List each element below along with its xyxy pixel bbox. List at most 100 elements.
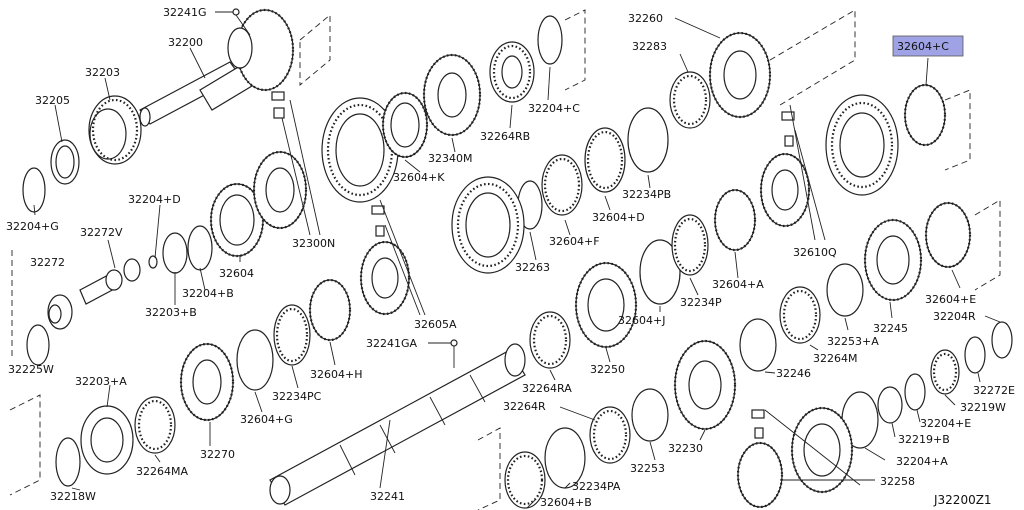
gear-32250	[574, 261, 638, 349]
ring-32604d	[584, 127, 626, 193]
label-32340m[interactable]: 32340M	[428, 152, 472, 165]
label-32272e[interactable]: 32272E	[973, 384, 1015, 397]
bearing-32219w	[930, 349, 960, 395]
sleeve-32219b	[877, 386, 903, 424]
label-32204r[interactable]: 32204R	[933, 310, 976, 323]
label-32204g[interactable]: 32204+G	[6, 220, 59, 233]
label-32610q[interactable]: 32610Q	[793, 246, 837, 259]
leader-lines	[33, 8, 1001, 509]
bearing-32264rb	[489, 41, 535, 103]
ring-32604b	[504, 451, 546, 509]
label-32604b[interactable]: 32604+B	[540, 496, 592, 509]
label-32219b[interactable]: 32219+B	[898, 433, 950, 446]
label-32604j[interactable]: 32604+J	[618, 314, 665, 327]
label-32260[interactable]: 32260	[628, 12, 663, 25]
label-32203b[interactable]: 32203+B	[145, 306, 197, 319]
group-bracket-1	[299, 14, 331, 86]
label-32241[interactable]: 32241	[370, 490, 405, 503]
label-32604e[interactable]: 32604+E	[925, 293, 976, 306]
label-32604c[interactable]: 32604+C	[897, 40, 949, 53]
synchro-32604k	[381, 91, 429, 159]
label-32205[interactable]: 32205	[35, 94, 70, 107]
label-32245[interactable]: 32245	[873, 322, 908, 335]
label-32605a[interactable]: 32605A	[414, 318, 457, 331]
highlight-box	[892, 35, 964, 57]
ring-32246	[739, 318, 777, 372]
label-32270[interactable]: 32270	[200, 448, 235, 461]
label-32234pa[interactable]: 32234PA	[572, 480, 621, 493]
label-32219w[interactable]: 32219W	[960, 401, 1006, 414]
sleeve-32253a	[826, 263, 864, 317]
label-32604a[interactable]: 32604+A	[712, 278, 764, 291]
label-32263[interactable]: 32263	[515, 261, 550, 274]
ring-32604j	[639, 239, 681, 305]
sleeve-2	[451, 176, 525, 274]
ring-32225w	[26, 324, 50, 366]
label-32204e[interactable]: 32204+E	[920, 417, 971, 430]
bearing-32264r	[589, 406, 631, 464]
gear-32270	[179, 342, 235, 422]
label-32253[interactable]: 32253	[630, 462, 665, 475]
label-32200[interactable]: 32200	[168, 36, 203, 49]
gear-32258	[790, 406, 854, 494]
label-32258[interactable]: 32258	[880, 475, 915, 488]
gear-32245	[863, 218, 923, 302]
label-32218w[interactable]: 32218W	[50, 490, 96, 503]
bearing-32264ma	[134, 396, 176, 454]
ring-32604b-teeth	[506, 454, 544, 506]
label-32246[interactable]: 32246	[776, 367, 811, 380]
label-32234pc[interactable]: 32234PC	[272, 390, 322, 403]
label-32604k[interactable]: 32604+K	[393, 171, 445, 184]
label-32204b[interactable]: 32204+B	[182, 287, 234, 300]
label-32204d[interactable]: 32204+D	[128, 193, 181, 206]
label-32264ma[interactable]: 32264MA	[136, 465, 188, 478]
label-32253a[interactable]: 32253+A	[827, 335, 879, 348]
label-32241g[interactable]: 32241G	[163, 6, 207, 19]
ring-32204g	[22, 167, 46, 213]
label-32264rb[interactable]: 32264RB	[480, 130, 530, 143]
label-32225w[interactable]: 32225W	[8, 363, 54, 376]
label-32272v[interactable]: 32272V	[80, 226, 123, 239]
label-32264ra[interactable]: 32264RA	[522, 382, 572, 395]
label-32300n[interactable]: 32300N	[292, 237, 335, 250]
ring-32604g	[236, 329, 274, 391]
label-32264m[interactable]: 32264M	[813, 352, 857, 365]
label-32604g[interactable]: 32604+G	[240, 413, 293, 426]
input-shaft	[139, 8, 295, 127]
ring-32272e	[964, 336, 986, 374]
bearing-32203	[88, 95, 142, 165]
label-32230[interactable]: 32230	[668, 442, 703, 455]
label-32264r[interactable]: 32264R	[503, 400, 546, 413]
ring-32234p-teeth	[673, 217, 707, 273]
label-32203a[interactable]: 32203+A	[75, 375, 127, 388]
label-32204a[interactable]: 32204+A	[896, 455, 948, 468]
label-32241ga[interactable]: 32241GA	[366, 337, 418, 350]
synchro-32604a	[713, 188, 757, 252]
label-32604[interactable]: 32604	[219, 267, 254, 280]
label-32604h[interactable]: 32604+H	[310, 368, 362, 381]
group-bracket-3	[769, 9, 856, 106]
label-32250[interactable]: 32250	[590, 363, 625, 376]
gear-32340m	[422, 53, 482, 137]
ring-32204e	[904, 373, 926, 411]
ring-32604f-teeth	[543, 157, 581, 213]
synchro-32604c	[903, 83, 947, 147]
sleeve-3	[825, 94, 899, 196]
label-32604f[interactable]: 32604+F	[549, 235, 600, 248]
label-32604d[interactable]: 32604+D	[592, 211, 645, 224]
label-32204c[interactable]: 32204+C	[528, 102, 580, 115]
label-32203[interactable]: 32203	[85, 66, 120, 79]
label-32234pb[interactable]: 32234PB	[622, 188, 671, 201]
label-32272[interactable]: 32272	[30, 256, 65, 269]
label-32234p[interactable]: 32234P	[680, 296, 722, 309]
group-bracket-4	[9, 394, 41, 496]
hub-32605a	[359, 205, 411, 316]
bearing-32203a	[80, 405, 134, 475]
label-32283[interactable]: 32283	[632, 40, 667, 53]
hub-32610q	[759, 111, 811, 228]
ring-32234pc-teeth	[275, 307, 309, 363]
gear-32230	[673, 339, 737, 431]
synchro-32604e	[924, 201, 972, 269]
ring-32204b	[187, 225, 213, 271]
ring-32604d-teeth	[586, 130, 624, 190]
